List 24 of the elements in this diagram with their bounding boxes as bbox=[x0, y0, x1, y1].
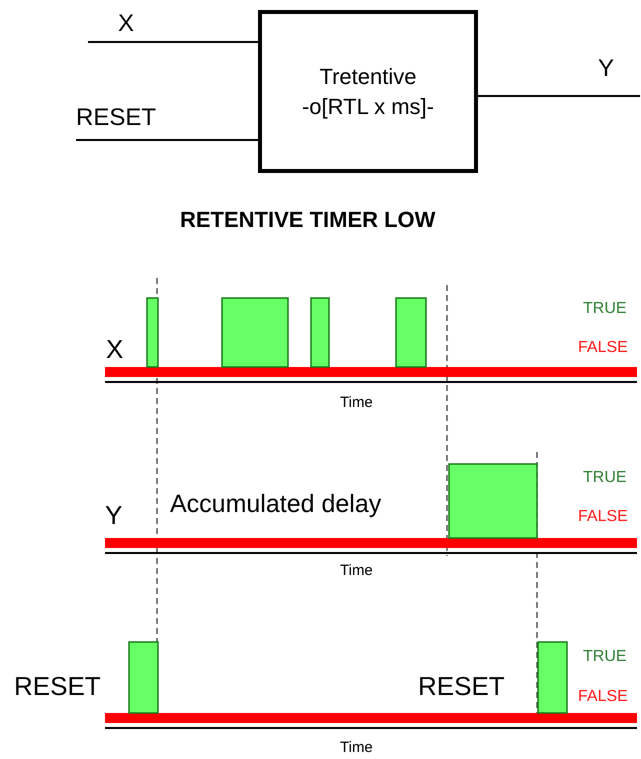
state-label: FALSE bbox=[578, 340, 628, 356]
state-label: FALSE bbox=[578, 509, 628, 525]
signal-label: X bbox=[88, 12, 138, 42]
signal-name: RESET bbox=[14, 673, 101, 699]
state-label: FALSE bbox=[578, 689, 628, 705]
axis-label: Time bbox=[340, 740, 373, 755]
annotation-text: Accumulated delay bbox=[170, 492, 382, 517]
diagram-title: RETENTIVE TIMER LOW bbox=[180, 209, 436, 231]
signal-name: X bbox=[106, 336, 124, 362]
signal-line bbox=[76, 139, 258, 141]
signal-name: Y bbox=[105, 502, 122, 528]
signal-line bbox=[88, 41, 258, 43]
state-label: TRUE bbox=[583, 301, 627, 317]
signal-label: Y bbox=[598, 57, 640, 96]
axis-label: Time bbox=[340, 395, 373, 410]
state-label: TRUE bbox=[583, 470, 627, 486]
axis-label: Time bbox=[340, 563, 373, 578]
state-label: TRUE bbox=[583, 649, 627, 665]
block-text: Tretentive bbox=[319, 64, 416, 90]
signal-label: RESET bbox=[76, 106, 186, 140]
signal-line bbox=[478, 95, 640, 97]
block-text: -o[RTL x ms]- bbox=[302, 94, 434, 120]
signal-name: RESET bbox=[418, 673, 505, 699]
function-block bbox=[258, 10, 478, 173]
